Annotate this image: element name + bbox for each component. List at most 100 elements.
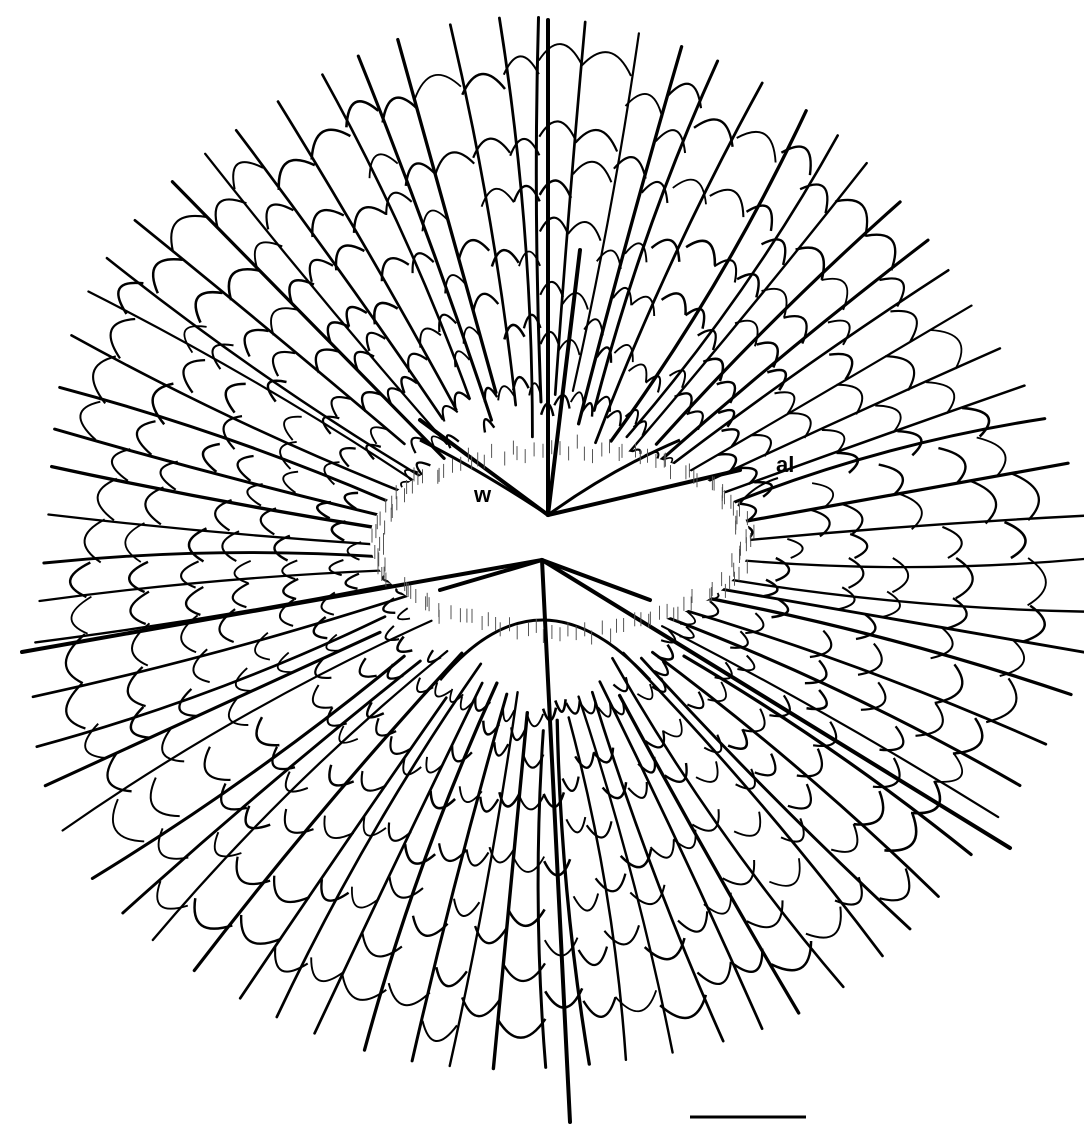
- radial-vein: [579, 47, 682, 424]
- cross-vein: [596, 874, 626, 892]
- radial-vein: [450, 692, 518, 1066]
- cross-vein: [332, 521, 346, 540]
- cross-vein: [890, 311, 916, 342]
- cross-vein: [171, 216, 207, 252]
- cross-vein: [247, 484, 262, 506]
- cross-vein: [664, 719, 682, 737]
- cross-vein: [539, 44, 582, 65]
- radial-vein: [55, 429, 385, 516]
- cross-vein: [947, 598, 967, 628]
- cross-vein: [422, 211, 448, 232]
- radial-vein: [88, 292, 437, 497]
- cross-vein: [582, 52, 631, 76]
- cross-vein: [942, 527, 961, 558]
- cross-vein: [579, 947, 607, 965]
- cross-vein: [459, 240, 489, 259]
- cross-vein: [435, 152, 474, 174]
- cross-vein: [436, 967, 467, 986]
- cross-vein: [420, 329, 441, 348]
- cross-vein: [568, 222, 601, 241]
- cross-vein: [884, 814, 916, 851]
- cross-vein: [717, 382, 735, 403]
- cross-vein: [271, 308, 298, 335]
- cross-vein: [926, 382, 954, 413]
- cross-vein: [238, 456, 254, 481]
- cross-vein: [70, 563, 90, 598]
- cross-vein: [462, 997, 500, 1016]
- cross-vein: [215, 500, 231, 530]
- cross-vein: [398, 608, 410, 619]
- cross-vein: [583, 997, 615, 1017]
- cross-vein: [274, 536, 289, 561]
- cross-vein: [788, 784, 811, 808]
- cross-vein: [183, 360, 205, 393]
- cross-vein: [80, 402, 100, 440]
- cross-vein: [604, 925, 639, 944]
- cross-vein: [454, 899, 479, 916]
- cross-vein: [540, 282, 563, 297]
- cross-vein: [347, 307, 367, 326]
- cross-vein: [329, 765, 353, 786]
- cross-vein: [956, 558, 973, 598]
- label-al: al: [776, 454, 794, 476]
- radial-vein: [653, 652, 939, 896]
- cross-vein: [71, 597, 91, 634]
- cross-vein: [737, 274, 759, 297]
- cross-vein: [651, 840, 674, 858]
- cross-vein: [480, 797, 498, 812]
- cross-vein: [130, 592, 149, 624]
- cross-vein: [744, 709, 765, 732]
- cross-vein: [313, 685, 333, 708]
- cross-vein: [340, 448, 355, 466]
- cross-vein: [275, 947, 308, 972]
- cross-vein: [970, 481, 996, 524]
- cross-vein: [513, 377, 528, 390]
- cross-vein: [415, 75, 461, 100]
- cross-vein: [196, 292, 223, 322]
- cross-vein: [283, 472, 298, 493]
- radial-vein: [623, 163, 866, 459]
- cross-vein: [829, 354, 852, 380]
- cross-vein: [879, 278, 904, 306]
- cross-vein: [828, 321, 850, 345]
- cross-vein: [625, 243, 647, 262]
- cross-vein: [98, 479, 117, 521]
- radial-vein: [660, 240, 928, 461]
- radial-vein: [123, 661, 421, 913]
- cross-vein: [310, 260, 333, 282]
- cross-vein: [212, 345, 233, 370]
- cross-vein: [527, 714, 543, 726]
- cross-vein: [111, 319, 136, 358]
- cross-vein: [563, 777, 579, 791]
- radial-vein: [499, 18, 532, 437]
- cross-vein: [1005, 522, 1026, 558]
- cross-vein: [734, 812, 760, 836]
- radial-vein: [573, 33, 639, 391]
- cross-vein: [411, 438, 427, 453]
- cross-vein: [498, 386, 514, 400]
- cross-vein: [574, 894, 599, 911]
- cross-vein: [787, 539, 802, 558]
- cross-vein: [986, 678, 1016, 722]
- cross-vein: [162, 728, 184, 761]
- cross-vein: [885, 356, 914, 390]
- cross-vein: [389, 983, 430, 1005]
- cross-vein: [675, 393, 692, 412]
- cross-vein: [686, 241, 715, 265]
- cross-vein: [229, 269, 260, 300]
- radial-vein: [172, 182, 444, 459]
- cross-vein: [273, 352, 295, 376]
- radial-vein: [594, 61, 717, 410]
- radial-vein: [557, 720, 589, 1064]
- cross-vein: [587, 821, 612, 837]
- cross-vein: [85, 519, 105, 562]
- cross-vein: [475, 697, 490, 711]
- cross-vein: [607, 411, 621, 426]
- cross-vein: [613, 288, 631, 305]
- main-vein: [542, 560, 570, 1122]
- cross-vein: [131, 707, 150, 738]
- cross-vein: [866, 235, 895, 271]
- cross-vein: [936, 754, 963, 782]
- cross-vein: [850, 534, 867, 558]
- cross-vein: [364, 817, 386, 836]
